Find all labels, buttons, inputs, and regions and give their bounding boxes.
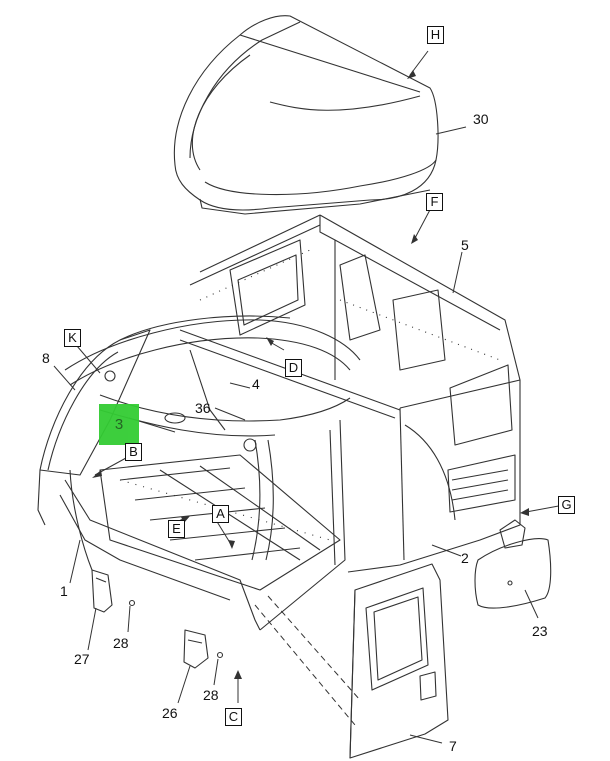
part-number-28-upper[interactable]: 28 — [113, 635, 129, 651]
part-number-7[interactable]: 7 — [449, 738, 457, 754]
roof-cap-drawing — [173, 15, 439, 215]
part-number-8[interactable]: 8 — [42, 350, 50, 366]
highlighted-part-3-callout[interactable]: 3 — [99, 404, 139, 445]
part-number-23[interactable]: 23 — [532, 623, 548, 639]
part-3-label: 3 — [114, 416, 124, 433]
arrowheads — [92, 70, 529, 679]
part-number-2[interactable]: 2 — [461, 550, 469, 566]
part-number-26[interactable]: 26 — [162, 705, 178, 721]
view-label-h[interactable]: H — [427, 26, 444, 44]
cab-body-drawing — [37, 214, 521, 631]
view-label-f[interactable]: F — [426, 193, 443, 211]
leader-lines — [53, 50, 565, 744]
view-label-c[interactable]: C — [225, 708, 242, 726]
part-number-5[interactable]: 5 — [461, 237, 469, 253]
part-number-28-lower[interactable]: 28 — [203, 687, 219, 703]
hinge-brackets-drawing — [91, 569, 224, 669]
view-label-a[interactable]: A — [212, 505, 229, 523]
part-number-1[interactable]: 1 — [60, 583, 68, 599]
part-number-27[interactable]: 27 — [74, 651, 90, 667]
view-label-d[interactable]: D — [285, 359, 302, 377]
part-number-4[interactable]: 4 — [252, 376, 260, 392]
view-label-b[interactable]: B — [125, 443, 142, 461]
part-number-36[interactable]: 36 — [195, 400, 211, 416]
view-label-k[interactable]: K — [64, 329, 81, 347]
view-label-e[interactable]: E — [168, 520, 185, 538]
view-label-g[interactable]: G — [558, 496, 575, 514]
part-number-30[interactable]: 30 — [473, 111, 489, 127]
access-panel-drawing — [474, 519, 552, 609]
door-drawing — [349, 563, 449, 759]
